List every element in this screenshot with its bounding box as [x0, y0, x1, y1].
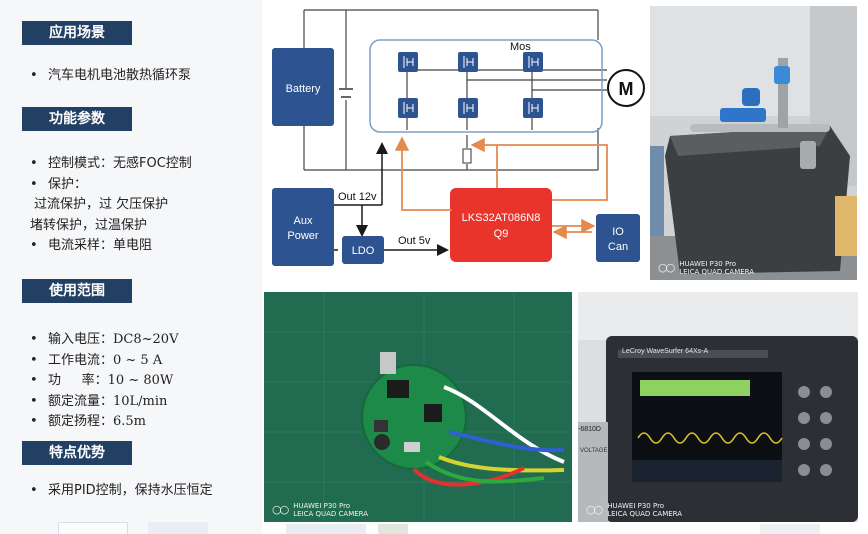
- io-label: IO: [612, 226, 624, 238]
- photo-oscilloscope: LeCroy WaveSurfer 64Xs-A -6810D VOLTAGE …: [578, 292, 858, 522]
- list-item: 工作电流：0 ~ 5 A: [30, 351, 178, 372]
- footer-decoration: [760, 524, 820, 534]
- io-can-block: [596, 214, 640, 262]
- ldo-block: [342, 236, 384, 264]
- mcu-block: [450, 188, 552, 262]
- list-subitem: 过流保护，过 欠压保护: [34, 197, 169, 212]
- section-header-function: 功能参数: [22, 107, 132, 131]
- scope-brand: LeCroy WaveSurfer 64Xs-A: [622, 348, 709, 355]
- mcu-label: LKS32AT086N8: [462, 212, 541, 224]
- aux-power-label: Power: [287, 230, 319, 242]
- feature-list: 采用PID控制，保持水压恒定: [30, 481, 213, 502]
- list-item: 采用PID控制，保持水压恒定: [30, 481, 213, 502]
- list-item: 输入电压：DC8~20V: [30, 330, 178, 351]
- range-list: 输入电压：DC8~20V 工作电流：0 ~ 5 A 功 率：10 ~ 80W 额…: [30, 330, 178, 433]
- list-subitem: 堵转保护，过温保护: [30, 217, 148, 233]
- application-list: 汽车电机电池散热循环泵: [30, 66, 191, 87]
- aux-power-block: [272, 188, 334, 266]
- battery-block: [272, 48, 334, 126]
- battery-label: Battery: [286, 83, 321, 95]
- list-item: 控制模式：无感FOC控制: [30, 154, 192, 175]
- aux-power-label: Aux: [294, 215, 313, 227]
- section-header-application: 应用场景: [22, 21, 132, 45]
- list-item: 电流采样：单电阻: [30, 236, 192, 257]
- footer-decoration: [58, 522, 128, 534]
- motor-icon: [607, 69, 645, 107]
- list-item: 额定流量：10L/min: [30, 392, 178, 413]
- pcb-photo-art: [264, 292, 572, 522]
- section-header-feature: 特点优势: [22, 441, 132, 465]
- out5v-label: Out 5v: [398, 235, 431, 247]
- block-diagram: Mos M Battery Aux Power Out 12v LDO Out …: [272, 9, 645, 266]
- scope-voltage-label: VOLTAGE: [580, 448, 608, 454]
- footer-decoration: [286, 524, 366, 534]
- mcu-label: Q9: [494, 228, 509, 240]
- out12v-label: Out 12v: [338, 191, 377, 203]
- list-item: 额定扬程：6.5m: [30, 412, 178, 433]
- scope-side-label: -6810D: [578, 426, 601, 433]
- footer-decoration: [378, 524, 408, 534]
- function-list: 控制模式：无感FOC控制 保护： 过流保护，过 欠压保护 堵转保护，过温保护 电…: [30, 154, 192, 257]
- motor-label: M: [619, 79, 634, 99]
- section-header-range: 使用范围: [22, 279, 132, 303]
- scope-photo-art: [578, 292, 858, 522]
- left-panel: 应用场景 汽车电机电池散热循环泵 功能参数 控制模式：无感FOC控制 保护： 过…: [0, 0, 262, 534]
- footer-decoration: [148, 522, 208, 534]
- list-item: 汽车电机电池散热循环泵: [30, 66, 191, 87]
- io-label: Can: [608, 241, 628, 253]
- list-item: 功 率：10 ~ 80W: [30, 371, 178, 392]
- list-item: 保护：: [30, 175, 192, 196]
- ldo-label: LDO: [352, 245, 375, 257]
- tank-photo-art: [650, 6, 857, 280]
- mos-label: Mos: [510, 41, 531, 53]
- mos-frame: [369, 39, 603, 133]
